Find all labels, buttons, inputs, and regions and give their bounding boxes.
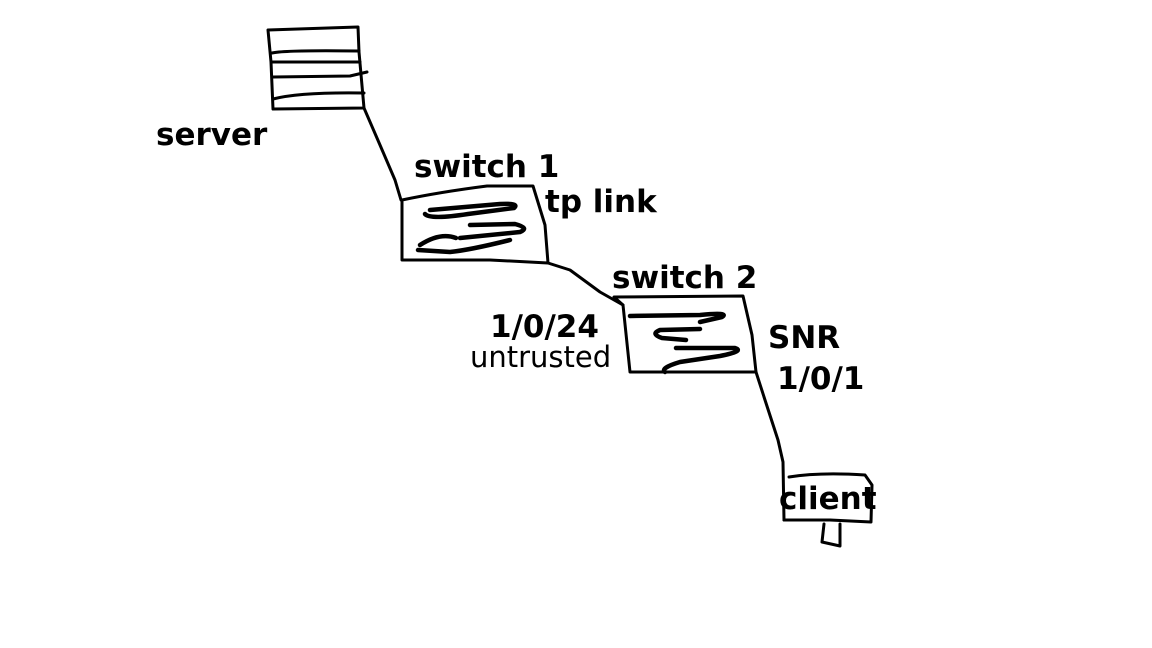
client-label: client	[779, 481, 877, 517]
port-1-0-24-label: 1/0/24	[490, 309, 599, 345]
network-switch-icon	[612, 294, 758, 375]
switch1-node: switch 1 tp link	[400, 149, 658, 265]
network-switch-icon	[400, 184, 550, 265]
client-node: client	[779, 472, 877, 548]
switch2-vendor-label: SNR	[768, 320, 840, 356]
computer-monitor-icon	[782, 472, 874, 548]
switch1-vendor-label: tp link	[545, 184, 658, 220]
link-server-switch1	[362, 106, 403, 202]
switch2-label: switch 2	[612, 260, 757, 296]
switch1-label: switch 1	[414, 149, 559, 185]
link-switch2-client	[754, 370, 786, 522]
server-label: server	[156, 117, 268, 153]
switch2-node: switch 2 SNR 1/0/24 untrusted 1/0/1	[470, 260, 864, 397]
server-node: server	[156, 25, 369, 153]
server-rack-icon	[266, 25, 369, 111]
port-1-0-1-label: 1/0/1	[777, 361, 864, 397]
port-untrusted-note: untrusted	[470, 340, 611, 374]
link-switch1-switch2	[546, 261, 625, 307]
